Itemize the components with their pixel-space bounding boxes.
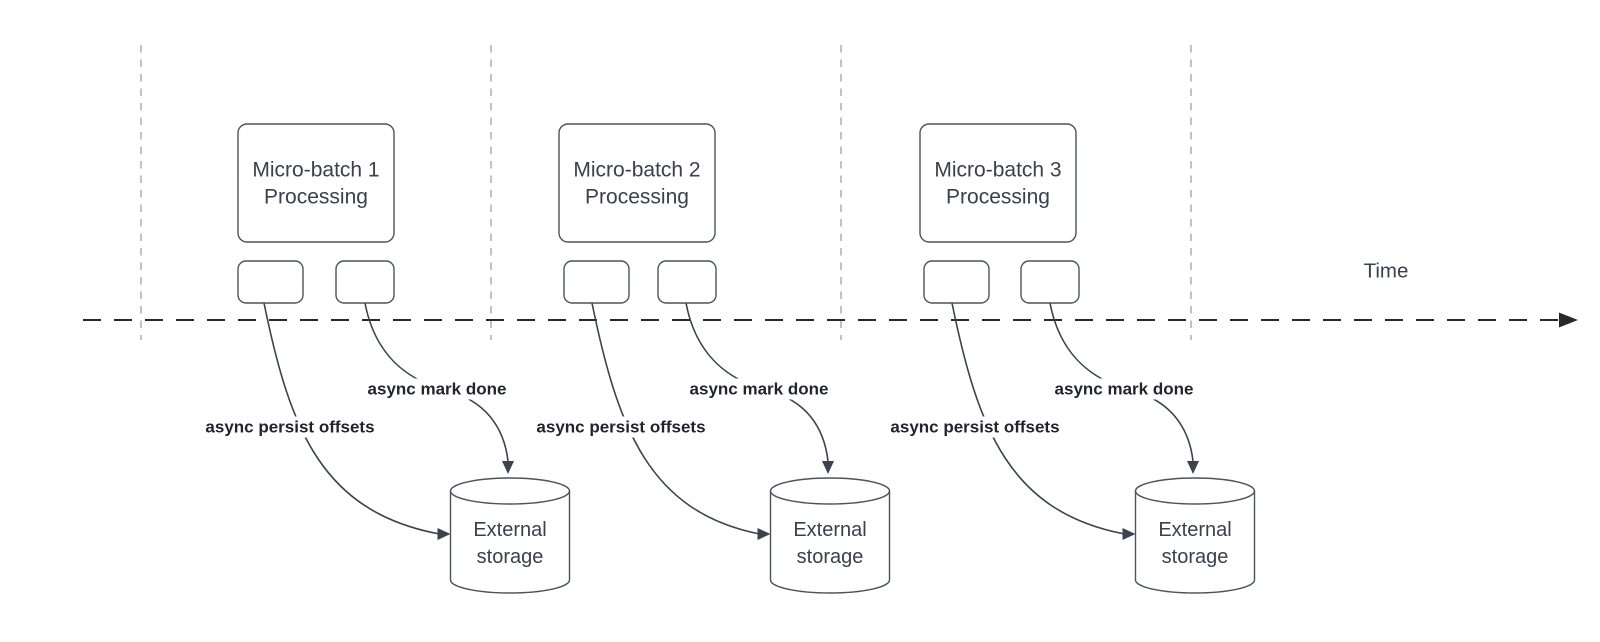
mark-done-label-background — [364, 378, 510, 400]
persist-offsets-label-background — [202, 416, 378, 438]
mark-done-label: async mark done — [1055, 380, 1194, 399]
microbatch-2-title-line1: Micro-batch 2 — [573, 159, 700, 182]
mark-done-task-rect — [1020, 260, 1080, 304]
mark-done-label-background — [1051, 378, 1197, 400]
time-axis-arrowhead-icon — [1559, 312, 1578, 328]
external-storage-label-line1: External — [1158, 519, 1231, 541]
microbatch-3-title-line1: Micro-batch 3 — [934, 159, 1061, 182]
mark-done-label-background — [686, 378, 832, 400]
external-storage-cylinder-lid — [769, 490, 891, 505]
external-storage-label-line1: External — [793, 519, 866, 541]
mark-done-label: async mark done — [368, 380, 507, 399]
microbatch-1-title-line2: Processing — [264, 186, 368, 209]
microbatch-3-processing-box — [919, 123, 1077, 243]
persist-offsets-task-rect — [237, 260, 304, 304]
external-storage-cylinder-lid — [449, 490, 571, 505]
microbatch-group-3: async persist offsets async mark done — [887, 123, 1256, 594]
persist-offsets-arrowhead-icon — [757, 528, 771, 540]
external-storage-label-line2: storage — [797, 546, 864, 568]
microbatch-group-2: async persist offsets async mark done — [533, 123, 891, 594]
microbatch-group-1: async persist offsets async mark done — [202, 123, 571, 594]
external-storage-label-line2: storage — [1162, 546, 1229, 568]
external-storage-label-line1: External — [473, 519, 546, 541]
persist-offsets-label: async persist offsets — [536, 418, 705, 437]
persist-offsets-arrow — [951, 302, 1125, 535]
external-storage-label-line2: storage — [477, 546, 544, 568]
persist-offsets-task-rect — [563, 260, 630, 304]
external-storage-cylinder — [769, 477, 891, 594]
mark-done-arrowhead-icon — [1187, 461, 1199, 474]
external-storage-cylinder — [1134, 477, 1256, 594]
microbatch-3-title-line2: Processing — [946, 186, 1050, 209]
persist-offsets-arrowhead-icon — [1122, 528, 1136, 540]
external-storage-cylinder — [449, 477, 571, 594]
mark-done-task-rect — [335, 260, 395, 304]
persist-offsets-task-rect — [923, 260, 990, 304]
persist-offsets-arrowhead-icon — [437, 528, 451, 540]
microbatch-1-title-line1: Micro-batch 1 — [252, 159, 379, 182]
microbatch-1-processing-box — [237, 123, 395, 243]
persist-offsets-label-background — [533, 416, 709, 438]
mark-done-label: async mark done — [690, 380, 829, 399]
mark-done-arrowhead-icon — [502, 461, 514, 474]
persist-offsets-label: async persist offsets — [890, 418, 1059, 437]
microbatch-2-title-line2: Processing — [585, 186, 689, 209]
time-axis-label: Time — [1364, 260, 1409, 283]
persist-offsets-label: async persist offsets — [205, 418, 374, 437]
persist-offsets-arrow — [591, 302, 760, 535]
external-storage-cylinder-lid — [1134, 490, 1256, 505]
mark-done-task-rect — [657, 260, 717, 304]
mark-done-arrowhead-icon — [822, 461, 834, 474]
persist-offsets-label-background — [887, 416, 1063, 438]
persist-offsets-arrow — [263, 302, 440, 535]
microbatch-2-processing-box — [558, 123, 716, 243]
